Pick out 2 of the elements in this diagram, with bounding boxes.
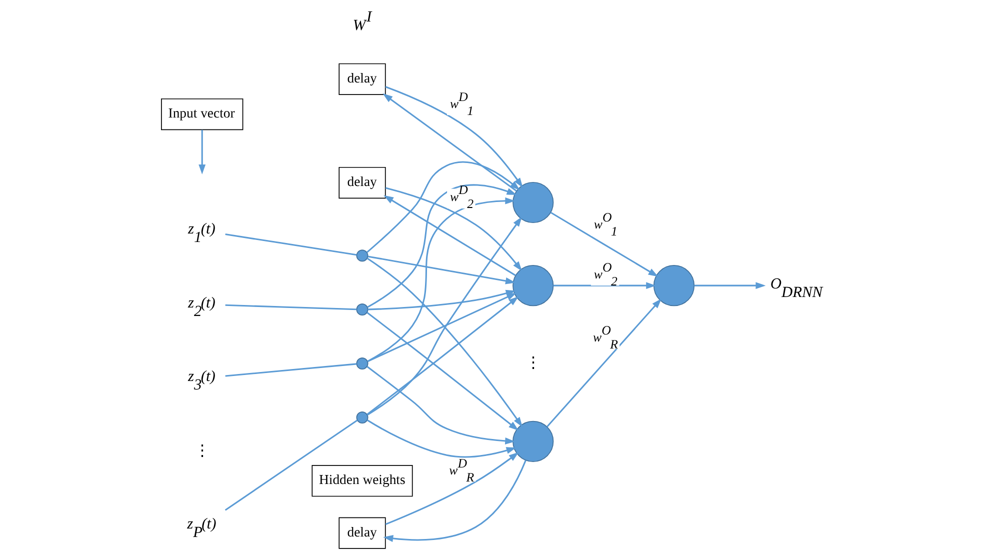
- label: ⋮: [194, 442, 210, 460]
- label: ⋮: [525, 354, 540, 372]
